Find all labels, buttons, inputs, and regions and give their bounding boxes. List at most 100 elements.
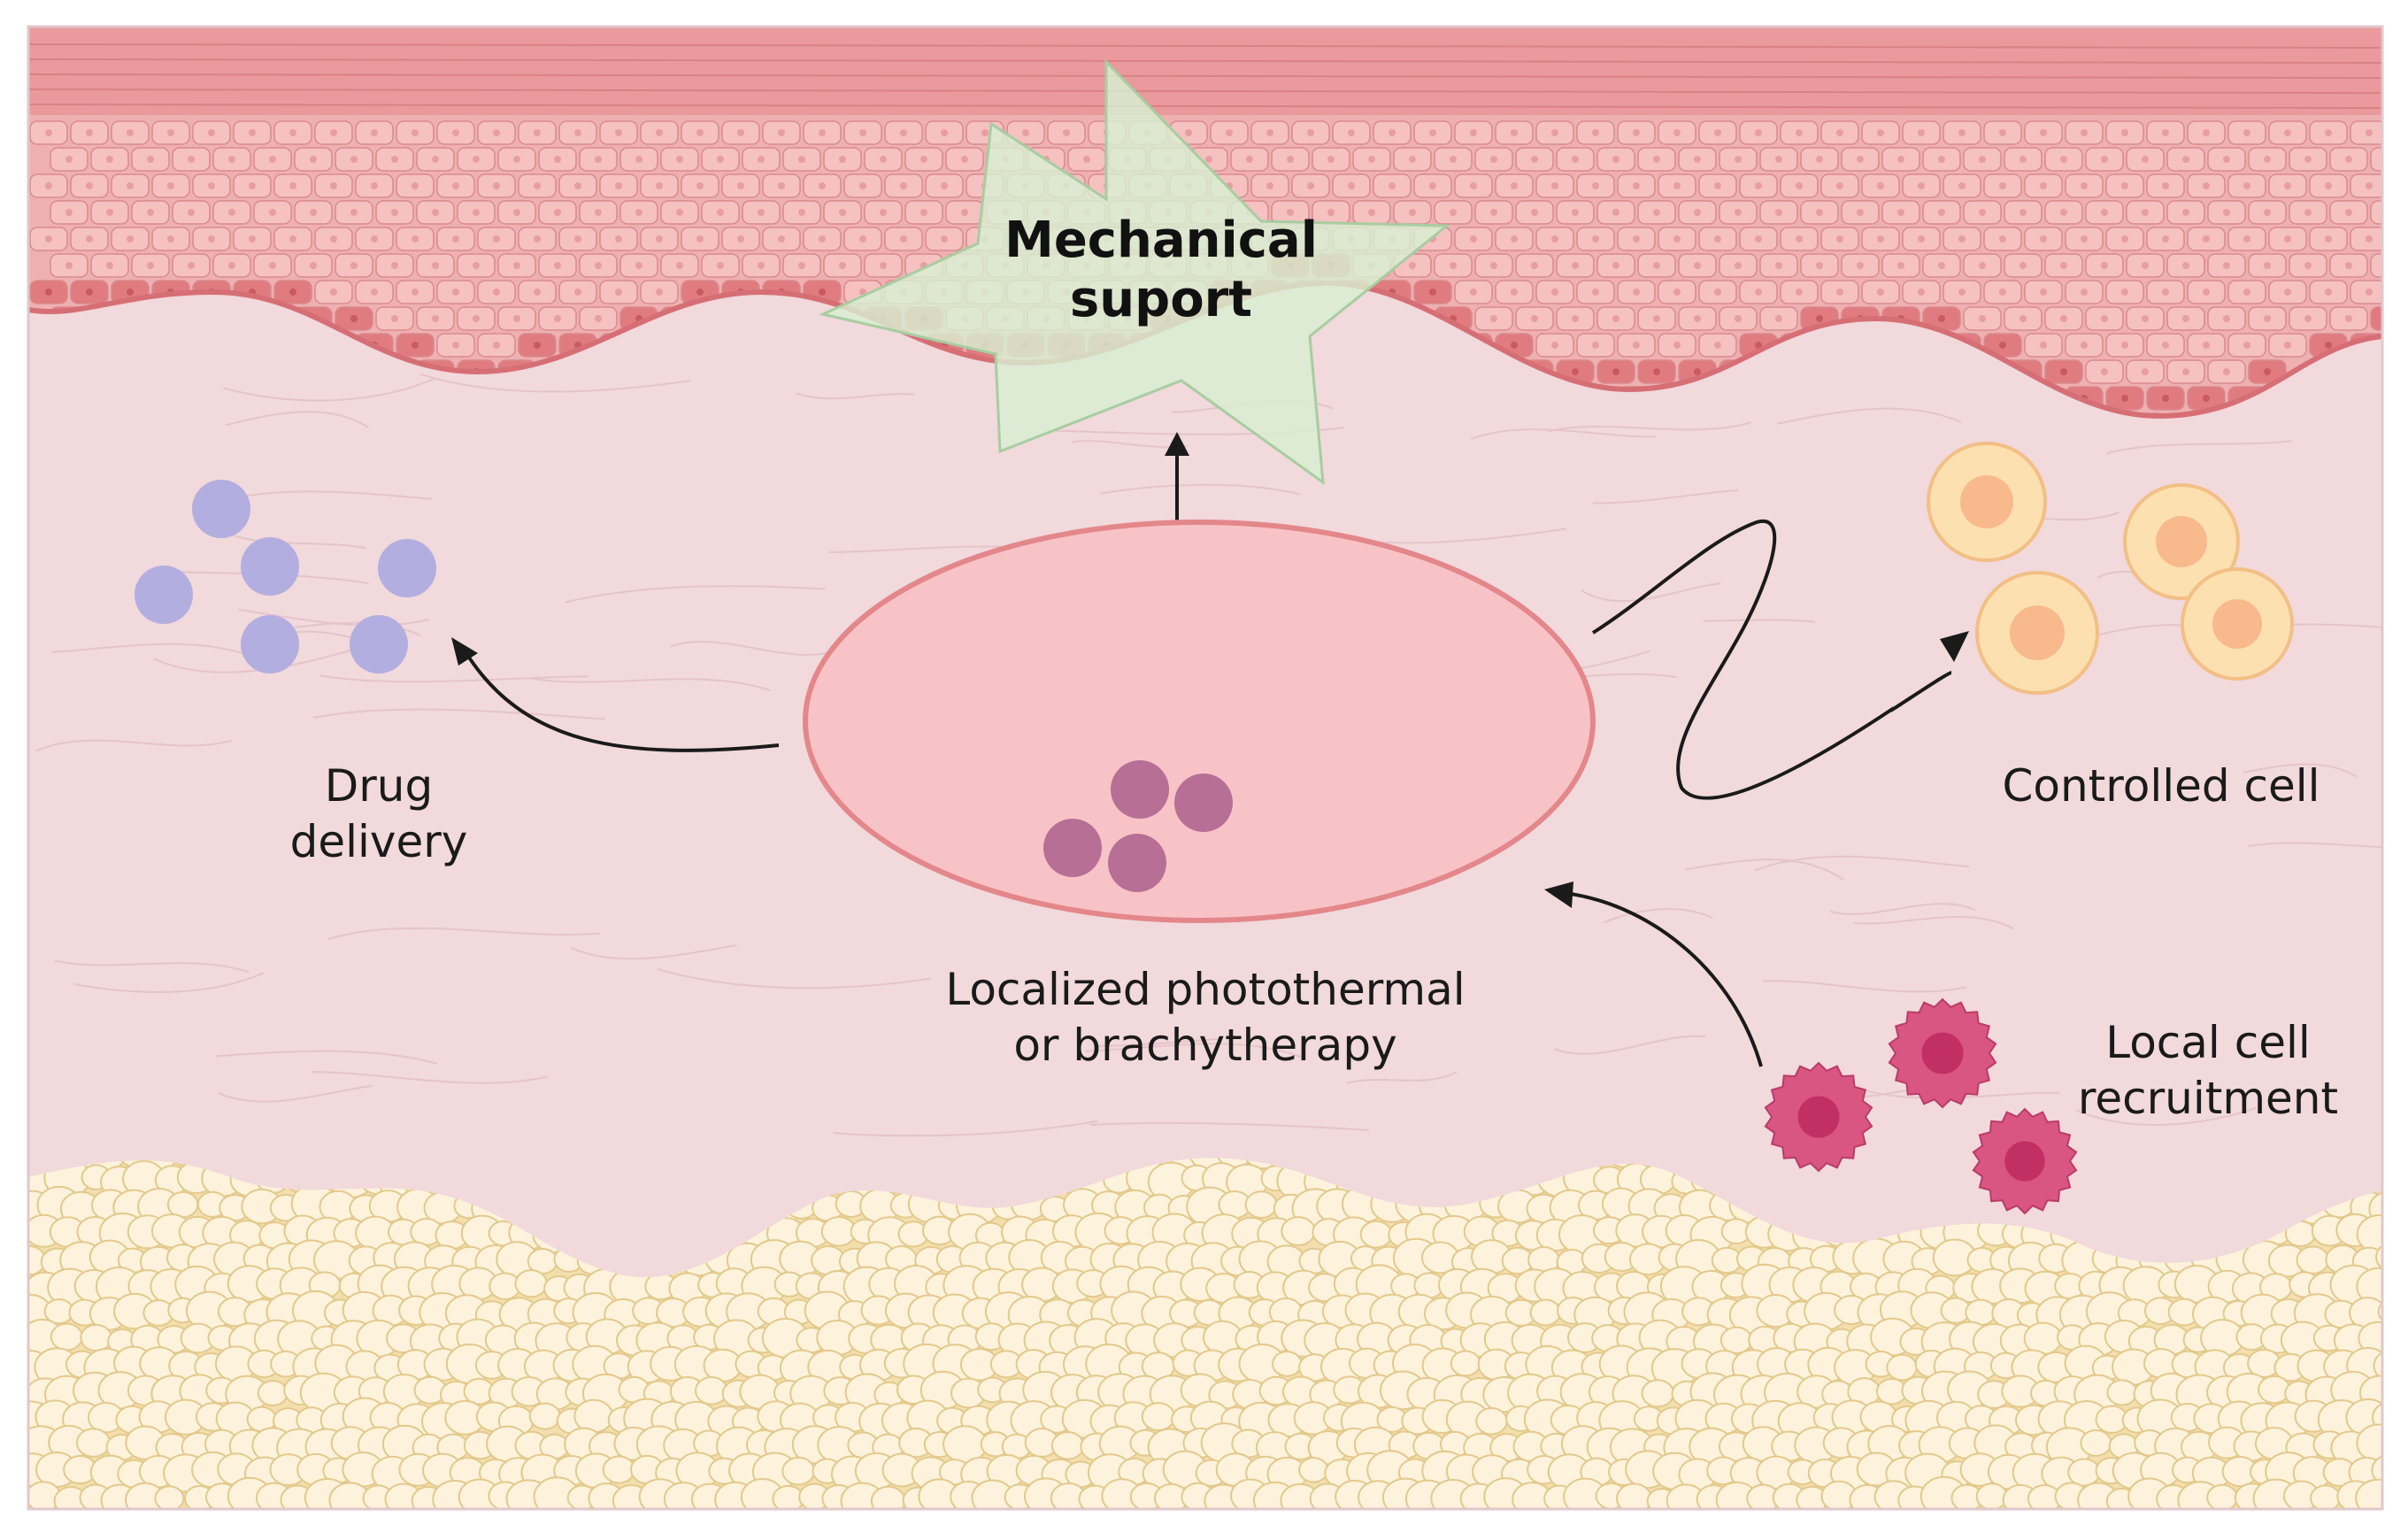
epidermal-nucleus [2101,368,2108,375]
epidermal-nucleus [696,235,704,243]
collagen-fiber [35,739,232,752]
epidermal-nucleus [859,129,866,136]
epidermal-nucleus [1592,289,1599,296]
epidermal-nucleus [167,235,174,243]
epidermal-nucleus [86,182,93,189]
epidermal-nucleus [86,235,93,243]
epidermal-nucleus [2325,342,2332,349]
epidermal-nucleus [1796,129,1803,136]
collagen-fiber [657,967,931,989]
fat-cell [2310,1484,2342,1509]
epidermal-nucleus [2162,342,2169,349]
epidermal-nucleus [289,289,296,296]
epidermal-nucleus [2386,156,2393,163]
epidermal-nucleus [188,262,195,269]
epidermal-nucleus [1816,156,1823,163]
epidermal-nucleus [635,209,642,216]
epidermal-nucleus [1694,368,1701,375]
fat-cell [2375,1241,2382,1274]
epidermal-nucleus [1612,315,1619,322]
epidermal-nucleus [2243,235,2250,243]
epidermal-nucleus [2162,289,2169,296]
epidermal-nucleus [574,129,581,136]
controlled-cell-icon [1927,442,2047,562]
collagen-fiber [1603,908,1713,924]
epidermal-nucleus [2264,262,2271,269]
epidermal-nucleus [1450,156,1457,163]
collagen-fiber [233,535,366,550]
epidermal-nucleus [1327,209,1335,216]
collagen-fiber [1347,1071,1458,1084]
fat-cell [2386,1377,2408,1411]
epidermal-nucleus [819,289,826,296]
epidermal-nucleus [554,262,561,269]
epidermal-nucleus [1246,156,1253,163]
epidermal-cell [2370,306,2382,331]
epidermal-nucleus [1531,315,1538,322]
epidermal-nucleus [1958,235,1966,243]
epidermal-nucleus [2060,156,2067,163]
epidermal-nucleus [941,235,948,243]
collagen-fiber [327,927,601,941]
epidermal-nucleus [1551,129,1558,136]
epidermal-nucleus [961,209,968,216]
epidermal-nucleus [981,129,989,136]
epidermal-nucleus [106,262,113,269]
epidermal-nucleus [330,289,337,296]
epidermal-nucleus [289,182,296,189]
epidermal-nucleus [473,209,480,216]
epidermal-nucleus [1205,156,1212,163]
epidermal-nucleus [2386,315,2393,322]
epidermal-nucleus [2325,182,2332,189]
epidermal-nucleus [2101,315,2108,322]
epidermal-nucleus [534,129,541,136]
epidermal-nucleus [1572,315,1579,322]
epidermal-nucleus [1551,182,1558,189]
epidermal-nucleus [45,129,52,136]
epidermal-nucleus [513,262,520,269]
epidermal-nucleus [2019,315,2027,322]
epidermal-nucleus [2366,129,2373,136]
epidermal-nucleus [432,156,439,163]
epidermal-nucleus [635,156,642,163]
collagen-fiber [230,490,432,500]
epidermal-nucleus [228,262,235,269]
epidermal-nucleus [289,235,296,243]
fat-cell [1975,1482,2008,1509]
epidermal-nucleus [1999,342,2006,349]
fat-cell [2296,1245,2330,1274]
drug-particle-icon [135,566,193,624]
controlled-cell-icon [2181,567,2294,681]
epidermal-nucleus [473,156,480,163]
epidermal-nucleus [452,182,459,189]
fat-cell [2388,1428,2408,1459]
epidermal-nucleus [1470,235,1477,243]
epidermal-nucleus [147,262,154,269]
epidermal-nucleus [1612,262,1619,269]
fat-cell [870,1485,906,1509]
drug-particle-icon [378,539,436,597]
epidermal-nucleus [1429,129,1436,136]
collagen-fiber [1554,1035,1706,1055]
controlled-cell-label: Controlled cell [2002,760,2320,812]
epidermal-nucleus [1979,315,1986,322]
epidermal-nucleus [1389,129,1396,136]
epidermal-nucleus [1470,182,1477,189]
epidermal-nucleus [1836,235,1843,243]
fat-cell [1281,1216,1316,1246]
epidermal-nucleus [2284,129,2291,136]
epidermal-nucleus [1673,129,1681,136]
collagen-fiber [2075,1106,2258,1126]
epidermal-nucleus [859,182,866,189]
fat-cell [2401,1408,2408,1436]
epidermal-nucleus [1918,182,1925,189]
epidermal-nucleus [330,129,337,136]
epidermal-nucleus [1490,262,1497,269]
epidermal-nucleus [1673,342,1681,349]
epidermal-nucleus [1775,156,1782,163]
epidermal-nucleus [554,156,561,163]
epidermal-nucleus [1551,342,1558,349]
epidermal-nucleus [717,262,724,269]
